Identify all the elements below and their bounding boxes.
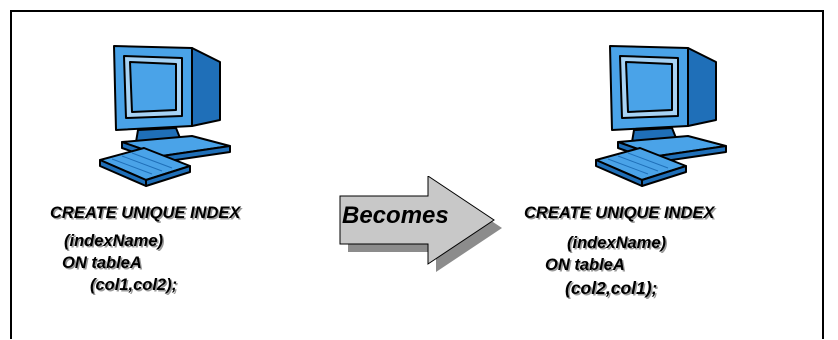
desktop-computer-icon (99, 45, 231, 187)
sql-line-create: CREATE UNIQUE INDEX (50, 204, 241, 222)
sql-line-columns: (col2,col1); (565, 278, 658, 298)
desktop-computer-icon (595, 45, 727, 187)
sql-line-on-table: ON tableA (62, 254, 142, 272)
becomes-label: Becomes (342, 202, 449, 229)
sql-line-create: CREATE UNIQUE INDEX (524, 204, 715, 222)
becomes-arrow (339, 176, 502, 272)
sql-line-index-name: (indexName) (64, 232, 164, 250)
sql-line-columns: (col1,col2); (90, 276, 178, 294)
sql-line-on-table: ON tableA (545, 256, 625, 274)
sql-line-index-name: (indexName) (567, 234, 667, 252)
